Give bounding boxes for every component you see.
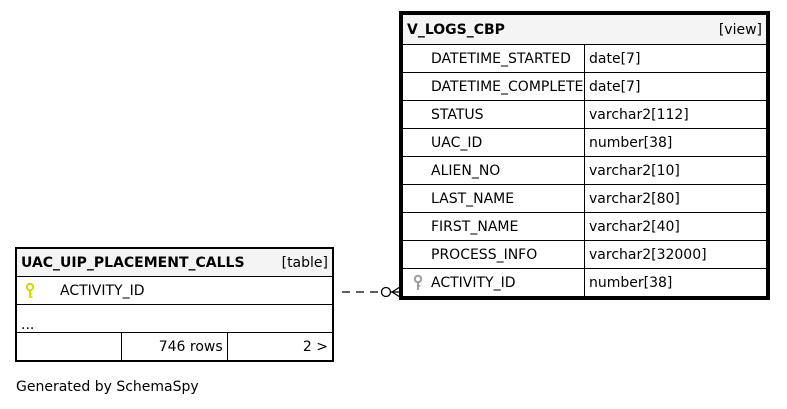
table-header: UAC_UIP_PLACEMENT_CALLS [table] xyxy=(16,248,333,277)
column-name: PROCESS_INFO xyxy=(431,246,538,263)
table-row[interactable]: FIRST_NAME varchar2[40] xyxy=(402,212,767,241)
column-type: date[7] xyxy=(584,72,767,101)
table-name[interactable]: UAC_UIP_PLACEMENT_CALLS xyxy=(21,254,245,271)
row-count: 746 rows xyxy=(121,332,228,361)
column-type: number[38] xyxy=(584,128,767,157)
primary-key-icon xyxy=(25,282,35,298)
table-row[interactable]: UAC_ID number[38] xyxy=(402,128,767,157)
column-name: LAST_NAME xyxy=(431,190,515,207)
table-row[interactable]: LAST_NAME varchar2[80] xyxy=(402,184,767,213)
view-name[interactable]: V_LOGS_CBP xyxy=(407,21,505,38)
table-row[interactable]: STATUS varchar2[112] xyxy=(402,100,767,129)
table-row[interactable]: ACTIVITY_ID number[38] xyxy=(402,268,767,297)
column-name: ACTIVITY_ID xyxy=(60,282,145,299)
more-columns-indicator: ... xyxy=(16,304,333,333)
column-type: varchar2[32000] xyxy=(584,240,767,269)
column-type: varchar2[112] xyxy=(584,100,767,129)
foreign-key-icon xyxy=(413,274,423,290)
column-name: UAC_ID xyxy=(431,134,483,151)
table-row[interactable]: ALIEN_NO varchar2[10] xyxy=(402,156,767,185)
table-row[interactable]: PROCESS_INFO varchar2[32000] xyxy=(402,240,767,269)
column-name: ALIEN_NO xyxy=(431,162,501,179)
column-name: ACTIVITY_ID xyxy=(431,274,516,291)
column-type: varchar2[80] xyxy=(584,184,767,213)
table-footer: 746 rows 2 > xyxy=(15,332,334,361)
table-row[interactable]: DATETIME_STARTED date[7] xyxy=(402,44,767,73)
table-row[interactable]: ACTIVITY_ID xyxy=(16,276,333,305)
column-type: date[7] xyxy=(584,44,767,73)
view-header: V_LOGS_CBP [view] xyxy=(402,14,767,45)
table-kind: [table] xyxy=(281,254,328,271)
view-v-logs-cbp[interactable]: V_LOGS_CBP [view] DATETIME_STARTED date[7… xyxy=(399,11,770,300)
zero-cardinality-marker xyxy=(380,286,392,298)
column-name: FIRST_NAME xyxy=(431,218,519,235)
column-name: DATETIME_COMPLETED xyxy=(431,78,585,95)
column-name: DATETIME_STARTED xyxy=(431,50,571,67)
relation-count[interactable]: 2 > xyxy=(226,332,334,361)
table-uac-uip-placement-calls[interactable]: UAC_UIP_PLACEMENT_CALLS [table] ACTIVITY… xyxy=(15,247,334,362)
column-type: varchar2[40] xyxy=(584,212,767,241)
more-columns-row: ... xyxy=(16,304,333,333)
view-kind: [view] xyxy=(718,21,762,38)
column-type: varchar2[10] xyxy=(584,156,767,185)
generated-by-note: Generated by SchemaSpy xyxy=(16,379,199,395)
column-type: number[38] xyxy=(584,268,767,297)
crowfoot-icon xyxy=(391,286,401,298)
column-name: STATUS xyxy=(431,106,484,123)
